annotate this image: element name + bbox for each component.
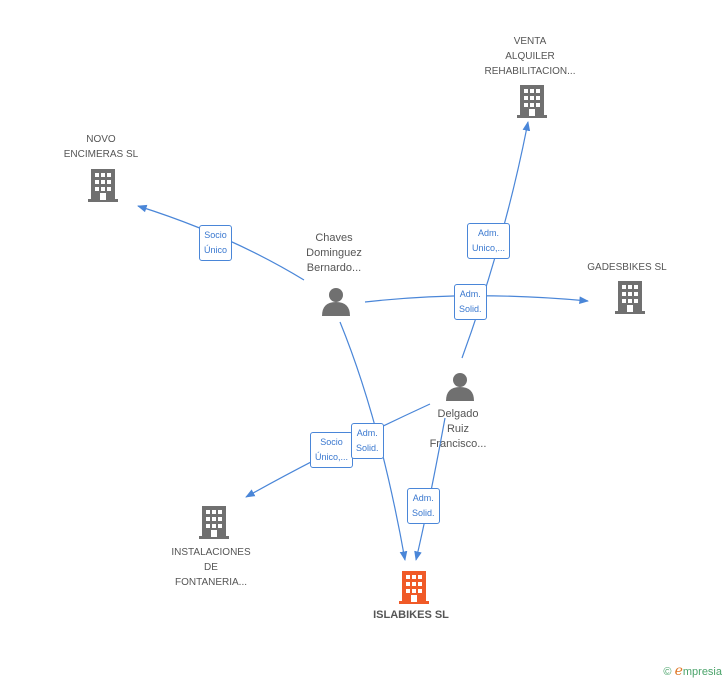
- person-label-line: Francisco...: [429, 438, 487, 450]
- edge-label-line: Socio: [320, 437, 343, 447]
- edge-label-line: Socio: [204, 230, 227, 240]
- brand-footer[interactable]: © empresia: [663, 663, 722, 679]
- company-label-line: DE: [204, 562, 218, 573]
- person-label-delgado[interactable]: Delgado Ruiz Francisco...: [430, 407, 487, 452]
- edge-label-line: Único: [204, 245, 228, 255]
- company-label-novo[interactable]: NOVO ENCIMERAS SL: [64, 132, 138, 162]
- edge-label-line: Unico,...: [472, 243, 506, 253]
- company-label-line: ENCIMERAS SL: [63, 149, 139, 160]
- person-label-line: Ruiz: [446, 423, 470, 435]
- building-icon[interactable]: [615, 281, 645, 314]
- edge-label-line: Solid.: [459, 304, 482, 314]
- edge-label-line: Adm.: [356, 428, 378, 438]
- edge-label-adm-solid[interactable]: Adm. Solid.: [407, 488, 440, 524]
- edge-label-line: Único,...: [315, 452, 349, 462]
- edge-label-adm-unico[interactable]: Adm. Unico,...: [467, 223, 511, 259]
- building-icon[interactable]: [88, 169, 118, 202]
- edge-label-line: Adm.: [412, 493, 434, 503]
- edge-label-adm-solid[interactable]: Adm. Solid.: [454, 284, 487, 320]
- company-label-line: INSTALACIONES: [171, 547, 251, 558]
- person-label-line: Bernardo...: [306, 262, 362, 274]
- person-icon[interactable]: [322, 288, 350, 316]
- company-label-instalaciones[interactable]: INSTALACIONES DE FONTANERIA...: [171, 545, 250, 590]
- person-icon[interactable]: [446, 373, 474, 401]
- building-icon[interactable]: [517, 85, 547, 118]
- company-label-line: NOVO: [86, 134, 116, 145]
- company-label-line: FONTANERIA...: [174, 577, 248, 588]
- edge-label-line: Adm.: [478, 228, 500, 238]
- brand-name: mpresia: [682, 666, 722, 678]
- company-label-line: VENTA: [513, 36, 547, 47]
- brand-initial: e: [674, 663, 683, 679]
- edge-label-socio-unico[interactable]: Socio Único,...: [310, 432, 354, 468]
- company-label-islabikes[interactable]: ISLABIKES SL: [373, 608, 449, 623]
- person-label-chaves[interactable]: Chaves Dominguez Bernardo...: [306, 231, 362, 276]
- company-label-line: ALQUILER: [505, 51, 555, 62]
- edge-label-line: Solid.: [356, 443, 379, 453]
- company-label-line: GADESBIKES SL: [587, 262, 667, 273]
- edge-label-line: Adm.: [459, 289, 481, 299]
- edge-label-socio-unico[interactable]: Socio Único: [199, 225, 233, 261]
- edge-label-adm-solid[interactable]: Adm. Solid.: [351, 423, 384, 459]
- company-label-venta[interactable]: VENTA ALQUILER REHABILITACION...: [485, 34, 576, 79]
- company-label-line: REHABILITACION...: [484, 66, 576, 77]
- copyright-symbol: ©: [663, 666, 672, 678]
- building-icon[interactable]: [199, 506, 229, 539]
- company-label-line: ISLABIKES SL: [373, 609, 449, 621]
- company-label-gadesbikes[interactable]: GADESBIKES SL: [587, 260, 666, 275]
- person-label-line: Delgado: [437, 408, 479, 420]
- edge-label-line: Solid.: [412, 508, 435, 518]
- person-label-line: Dominguez: [306, 247, 362, 259]
- person-label-line: Chaves: [315, 232, 353, 244]
- building-icon[interactable]: [399, 571, 429, 604]
